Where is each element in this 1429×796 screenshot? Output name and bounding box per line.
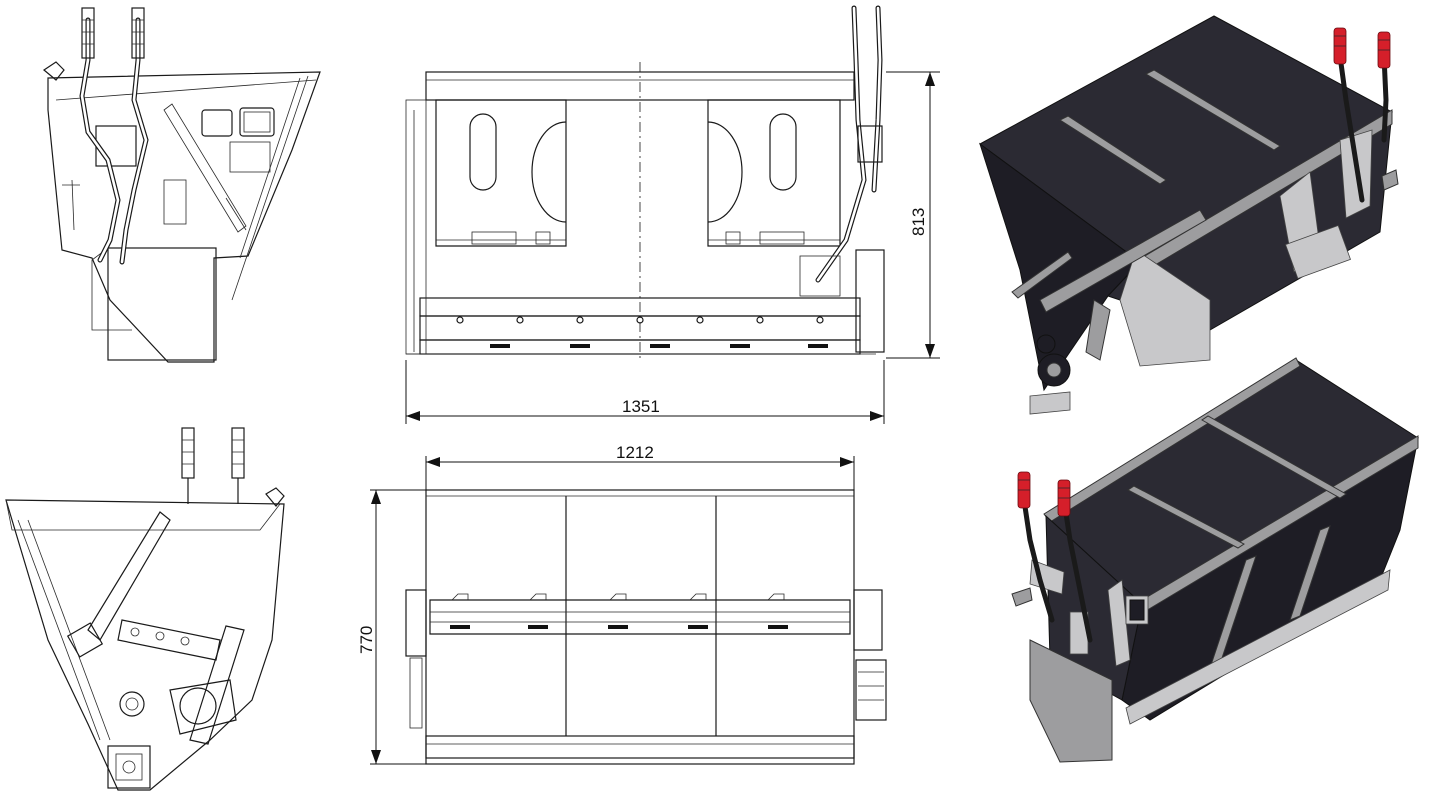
side-view-top-left	[42, 7, 321, 363]
top-view-bottom: 1212 770	[357, 443, 887, 765]
side-view-bottom-left	[5, 427, 285, 791]
dimension-height-top: 813	[909, 208, 928, 236]
dimension-height-bottom: 770	[357, 626, 376, 654]
front-view-bolt-row	[456, 316, 828, 348]
isometric-view-bottom-right	[1011, 357, 1419, 763]
isometric-view-top-right	[979, 15, 1399, 415]
dimension-width-bottom: 1212	[616, 443, 654, 462]
top-view-clip-row	[450, 593, 788, 629]
front-view-top: 1351 813	[405, 5, 940, 424]
dimension-width-top: 1351	[622, 397, 660, 416]
